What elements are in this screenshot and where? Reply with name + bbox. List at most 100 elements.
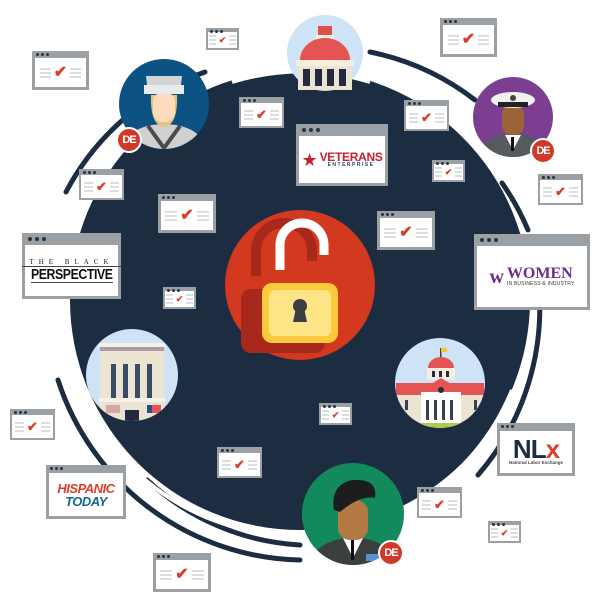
window-dots — [444, 20, 457, 23]
checkmark-window[interactable]: ✔ — [404, 100, 449, 131]
checkmark-icon: ✔ — [399, 223, 413, 241]
text-lines — [342, 410, 350, 420]
checkmark-icon: ✔ — [27, 419, 38, 434]
nlx-window[interactable]: NLx National Labor Exchange — [497, 423, 575, 476]
window-dots — [542, 176, 555, 179]
checkmark-window[interactable]: ✔ — [10, 409, 55, 440]
text-lines — [447, 34, 459, 45]
text-lines — [422, 499, 432, 510]
text-lines — [229, 35, 237, 45]
text-lines — [191, 569, 204, 580]
state-capitol-icon — [395, 338, 485, 428]
text-lines — [409, 112, 419, 123]
window-dots — [492, 523, 505, 526]
text-lines — [160, 569, 173, 580]
text-lines — [447, 499, 457, 510]
hispanic-today-window[interactable]: HISPANIC TODAY — [46, 465, 126, 519]
checkmark-icon: ✔ — [500, 527, 509, 538]
text-lines — [247, 459, 257, 470]
checkmark-icon: ✔ — [256, 107, 267, 122]
window-dots — [243, 99, 256, 102]
text-lines — [568, 186, 578, 197]
black-perspective-window[interactable]: THE BLACK PERSPECTIVE — [21, 233, 122, 299]
de-badge: DE — [378, 540, 404, 566]
text-lines — [208, 35, 216, 45]
checkmark-icon: ✔ — [461, 30, 476, 48]
checkmark-window[interactable]: ✔ — [153, 553, 211, 592]
checkmark-window[interactable]: ✔ — [440, 18, 497, 57]
checkmark-window[interactable]: ✔ — [217, 447, 262, 478]
checkmark-window[interactable]: ✔ — [79, 169, 124, 200]
w-swoosh-icon: w — [489, 265, 504, 288]
window-dots — [162, 196, 175, 199]
checkmark-icon: ✔ — [218, 34, 227, 45]
courthouse-icon — [86, 329, 178, 421]
window-dots — [83, 171, 96, 174]
text-lines — [478, 34, 490, 45]
nlx-logo: NLx National Labor Exchange — [508, 434, 563, 466]
text-lines — [490, 528, 498, 538]
text-lines — [434, 167, 442, 177]
star-icon: ★ — [301, 149, 318, 170]
checkmark-window[interactable]: ✔ — [488, 521, 521, 543]
window-dots — [221, 449, 234, 452]
checkmark-icon: ✔ — [53, 63, 68, 81]
text-lines — [84, 181, 94, 192]
window-dots — [210, 30, 223, 33]
army-soldier-avatar — [302, 463, 404, 565]
checkmark-icon: ✔ — [96, 179, 107, 194]
text-lines — [511, 528, 519, 538]
black-perspective-logo: THE BLACK PERSPECTIVE — [21, 258, 122, 283]
veterans-enterprise-window[interactable]: ★ VETERANS ENTERPRISE — [296, 124, 388, 186]
checkmark-icon: ✔ — [444, 166, 453, 177]
checkmark-window[interactable]: ✔ — [319, 403, 352, 425]
window-dots — [421, 489, 434, 492]
checkmark-window[interactable]: ✔ — [417, 487, 462, 518]
text-lines — [415, 227, 428, 238]
checkmark-icon: ✔ — [421, 110, 432, 125]
text-lines — [70, 67, 82, 78]
checkmark-window[interactable]: ✔ — [239, 97, 284, 128]
text-lines — [15, 421, 25, 432]
checkmark-window[interactable]: ✔ — [32, 51, 89, 90]
window-dots — [14, 411, 27, 414]
window-dots — [323, 405, 336, 408]
de-badge: DE — [530, 138, 556, 164]
checkmark-icon: ✔ — [234, 457, 245, 472]
window-dots — [381, 213, 394, 216]
checkmark-window[interactable]: ✔ — [158, 194, 216, 233]
de-badge: DE — [116, 127, 142, 153]
text-lines — [109, 181, 119, 192]
text-lines — [321, 410, 329, 420]
checkmark-window[interactable]: ✔ — [163, 287, 196, 309]
checkmark-window[interactable]: ✔ — [432, 160, 465, 182]
text-lines — [165, 294, 173, 304]
window-dots — [157, 555, 170, 558]
checkmark-window[interactable]: ✔ — [377, 211, 435, 250]
women-in-business-window[interactable]: w WOMEN IN BUSINESS & INDUSTRY — [474, 234, 590, 310]
checkmark-icon: ✔ — [331, 409, 340, 420]
checkmark-window[interactable]: ✔ — [206, 28, 239, 50]
checkmark-icon: ✔ — [175, 565, 189, 583]
text-lines — [222, 459, 232, 470]
window-dots — [167, 289, 180, 292]
text-lines — [434, 112, 444, 123]
text-lines — [455, 167, 463, 177]
text-lines — [244, 109, 254, 120]
text-lines — [384, 227, 397, 238]
capitol-dome-icon — [287, 15, 363, 91]
checkmark-window[interactable]: ✔ — [538, 174, 583, 205]
text-lines — [40, 421, 50, 432]
hispanic-today-logo: HISPANIC TODAY — [57, 480, 115, 509]
window-dots — [408, 102, 421, 105]
unlocked-padlock-icon — [225, 210, 375, 360]
women-in-business-logo: w WOMEN IN BUSINESS & INDUSTRY — [489, 265, 575, 288]
window-dots — [436, 162, 449, 165]
text-lines — [165, 210, 178, 221]
text-lines — [186, 294, 194, 304]
text-lines — [39, 67, 51, 78]
window-dots — [36, 53, 49, 56]
checkmark-icon: ✔ — [175, 293, 184, 304]
